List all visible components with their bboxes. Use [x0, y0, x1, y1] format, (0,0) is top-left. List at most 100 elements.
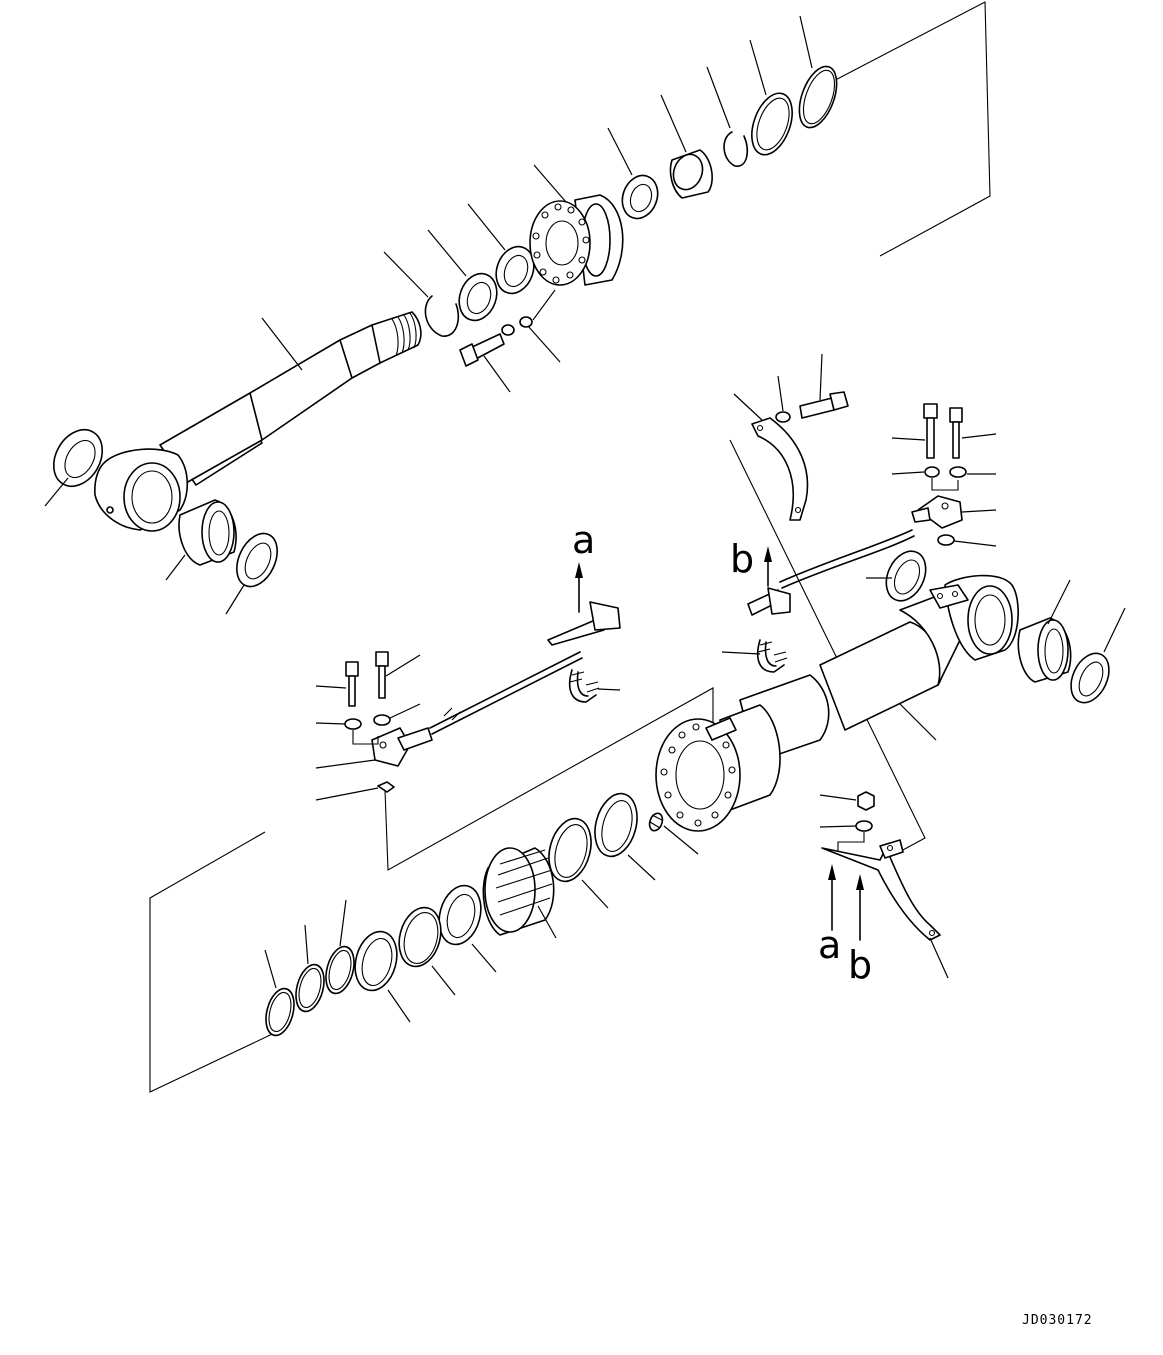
clamp-bolt-left — [344, 651, 391, 745]
leader-bottom-seal — [1103, 607, 1126, 653]
head-o-ring — [751, 92, 793, 156]
leader-buffer-ring — [467, 203, 506, 251]
leader-clamp-washer-top — [777, 375, 784, 412]
upper-group-frame — [532, 1, 991, 321]
ref-label-b-top: b — [730, 537, 754, 581]
clamp-nut-bottom — [837, 791, 875, 852]
pipe-flange-left — [371, 727, 433, 767]
leader-dust-seal — [44, 477, 69, 507]
head-bolt — [459, 333, 505, 367]
leader-back-up-ring — [706, 66, 731, 129]
bottom-bushing — [1017, 617, 1072, 683]
leader-pipe-clamp-top — [733, 393, 763, 421]
leader-o-ring — [431, 965, 456, 996]
o-ring — [398, 906, 442, 968]
leader-oring-right — [953, 540, 997, 547]
cylinder-tube — [655, 574, 1019, 832]
leader-cylinder-head — [533, 164, 567, 203]
rod-seal — [458, 272, 498, 322]
leader-bolt-left-1 — [315, 685, 347, 689]
ref-arrowhead-b-top — [764, 546, 772, 562]
clamp-bolt-right — [923, 403, 967, 491]
back-up-ring-2 — [354, 930, 398, 992]
leader-piston-ring — [581, 879, 609, 909]
piston-rod-assembly — [94, 311, 422, 532]
leader-head-bushing — [607, 127, 633, 176]
leader-rod-bushing — [165, 554, 186, 581]
rod-end-bushing — [178, 499, 237, 566]
leader-hose-band-right — [721, 651, 761, 655]
piston-ring — [548, 817, 592, 883]
oring-left — [377, 781, 395, 793]
head-washer — [501, 316, 533, 336]
ref-label-a-bottom: a — [818, 923, 841, 967]
leader-hose-band-left — [597, 688, 621, 691]
ref-label-b-bottom: b — [848, 943, 872, 987]
oring-right — [937, 534, 955, 546]
leader-washer-right-1 — [891, 471, 925, 475]
bottom-dust-seal — [885, 550, 927, 602]
piston-seal — [438, 884, 482, 946]
leader-small-ring-2 — [304, 924, 309, 965]
leader-head-o-ring-large — [799, 15, 813, 69]
ref-arrowhead-b-bottom — [856, 874, 864, 890]
leader-clamp-washer-bottom — [819, 825, 857, 828]
leader-bolt-left-2 — [385, 654, 421, 677]
leader-bolt-right-1 — [891, 437, 926, 441]
bottom-seal — [1070, 652, 1110, 704]
pipe-left — [429, 601, 621, 735]
leader-pipe-flange-left — [315, 759, 376, 769]
back-up-ring — [723, 131, 749, 167]
leader-snap-ring — [383, 251, 429, 298]
pipe-right — [747, 529, 915, 616]
leader-pipe-flange-right — [961, 509, 997, 513]
snap-ring — [424, 295, 460, 337]
rod-end-seal-outer — [236, 532, 278, 588]
leader-piston-seal — [471, 943, 497, 973]
pipe-flange-right — [911, 495, 963, 529]
leader-clamp-nut — [819, 794, 857, 801]
leader-pipe-clamp-bottom — [929, 937, 949, 979]
leader-head-seal — [660, 94, 687, 153]
hose-band-right — [756, 639, 788, 673]
piston-small-rings — [265, 945, 355, 1037]
ref-arrowhead-a-top — [575, 562, 583, 578]
rod-end-dust-seal — [52, 428, 104, 488]
leader-wear-ring — [627, 854, 656, 881]
piston — [482, 847, 555, 936]
cylinder-head — [529, 194, 624, 286]
drawing-id-code: JD030172 — [1022, 1313, 1093, 1328]
leader-washer-left-2 — [389, 703, 421, 719]
head-seal — [669, 149, 713, 199]
leader-piston — [537, 905, 557, 939]
clamp-bolt-top — [775, 391, 849, 423]
head-bushing — [621, 174, 659, 220]
buffer-ring — [495, 245, 535, 295]
leader-set-screw — [663, 825, 699, 855]
leader-back-up-ring-2 — [387, 989, 411, 1023]
hose-band-left — [568, 669, 600, 703]
leader-cylinder-tube — [899, 703, 937, 741]
leader-piston-rod — [261, 317, 303, 371]
leader-small-ring-3 — [264, 949, 277, 989]
leader-bolt-right-2 — [961, 433, 997, 439]
pipe-clamp-top — [751, 417, 809, 521]
leader-clamp-bolt-top — [819, 353, 823, 401]
leader-rod-seal — [427, 229, 467, 277]
ref-arrowhead-a-bottom — [828, 864, 836, 880]
leader-bottom-bushing — [1047, 579, 1071, 625]
leader-washer-left-1 — [315, 722, 346, 725]
leader-small-ring-1 — [339, 899, 347, 947]
ref-label-a-top: a — [572, 518, 595, 562]
leader-head-washer — [527, 325, 561, 363]
pipe-clamp-bottom — [821, 839, 941, 941]
leader-oring-left — [315, 787, 379, 801]
leader-rod-seal-outer — [225, 584, 245, 615]
leader-head-bolt — [483, 355, 511, 393]
wear-ring — [594, 792, 638, 858]
leader-head-o-ring — [749, 39, 767, 96]
set-screw — [648, 812, 664, 832]
head-o-ring-large — [798, 65, 838, 129]
